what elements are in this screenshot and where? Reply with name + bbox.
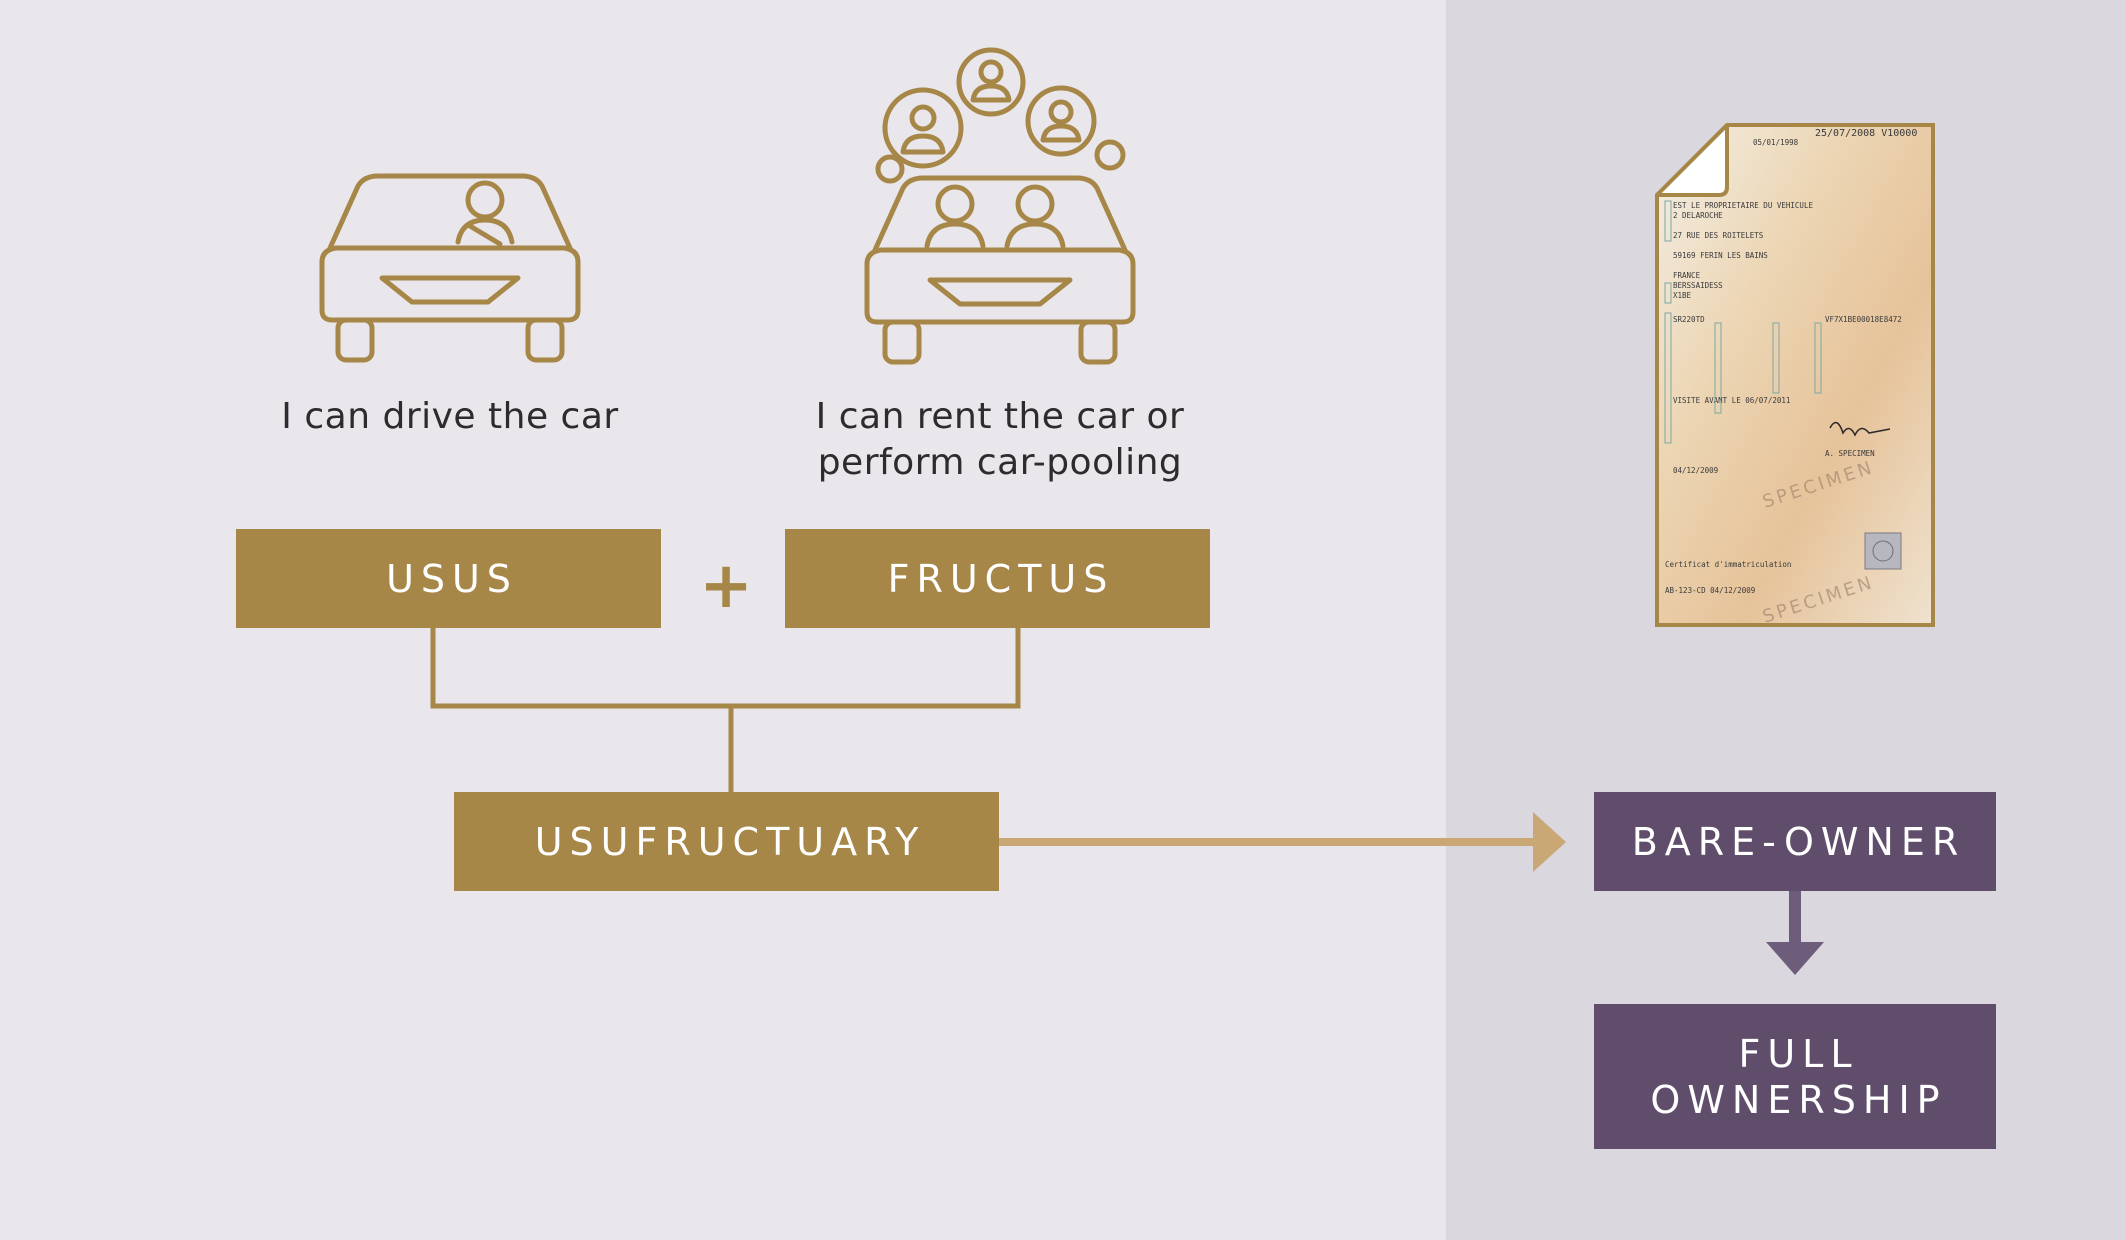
usufructuary-box: USUFRUCTUARY (454, 792, 999, 891)
doc-brand: BERSSAIDESS (1673, 281, 1723, 290)
doc-signature-icon (1829, 421, 1891, 437)
usus-box: USUS (236, 529, 661, 628)
doc-type: SR220TD (1673, 315, 1705, 324)
car-with-passengers-icon (864, 47, 1136, 365)
full-ownership-box: FULL OWNERSHIP (1594, 1004, 1996, 1149)
caption-rent-line2: perform car-pooling (817, 442, 1183, 483)
usus-label: USUS (386, 556, 518, 601)
doc-date-header: 25/07/2008 V10000 (1815, 128, 1917, 139)
doc-cert-title: Certificat d'immatriculation (1665, 560, 1791, 569)
doc-street-line: 27 RUE DES ROITELETS (1673, 231, 1764, 240)
doc-owner-line: EST LE PROPRIETAIRE DU VEHICULE (1673, 201, 1813, 210)
doc-plate: AB-123-CD 04/12/2009 (1665, 586, 1755, 595)
doc-first-reg: 05/01/1998 (1753, 138, 1799, 147)
car-with-driver-icon (319, 173, 581, 363)
doc-country: FRANCE (1673, 271, 1701, 280)
caption-drive: I can drive the car (250, 394, 650, 440)
doc-reg-date: 04/12/2009 (1673, 466, 1718, 475)
fructus-label: FRUCTUS (887, 556, 1115, 601)
doc-city-line: 59169 FERIN LES BAINS (1673, 251, 1768, 260)
doc-hologram-icon (1864, 532, 1902, 570)
full-ownership-line2: OWNERSHIP (1650, 1077, 1947, 1122)
doc-vin: VF7X1BE00018E8472 (1825, 315, 1902, 324)
fructus-box: FRUCTUS (785, 529, 1210, 628)
full-ownership-line1: FULL (1738, 1031, 1859, 1076)
plus-sign: + (699, 549, 753, 623)
doc-name-line: 2 DELAROCHE (1673, 211, 1723, 220)
caption-drive-text: I can drive the car (281, 396, 619, 437)
caption-rent: I can rent the car or perform car-poolin… (770, 394, 1230, 486)
usus-fructus-bracket (430, 628, 1021, 709)
arrow-to-full-ownership-head (1766, 942, 1824, 975)
doc-inspection: VISITE AVANT LE 06/07/2011 (1673, 396, 1790, 405)
bare-owner-label: BARE-OWNER (1631, 819, 1966, 864)
registration-document-icon: 25/07/2008 V10000 05/01/1998 EST LE PROP… (1655, 123, 1935, 628)
arrow-to-bare-owner-head (1533, 812, 1566, 872)
doc-model: X1BE (1673, 291, 1692, 300)
caption-rent-line1: I can rent the car or (815, 396, 1185, 437)
usufructuary-label: USUFRUCTUARY (534, 819, 926, 864)
doc-signature-name: A. SPECIMEN (1825, 449, 1875, 458)
bare-owner-box: BARE-OWNER (1594, 792, 1996, 891)
